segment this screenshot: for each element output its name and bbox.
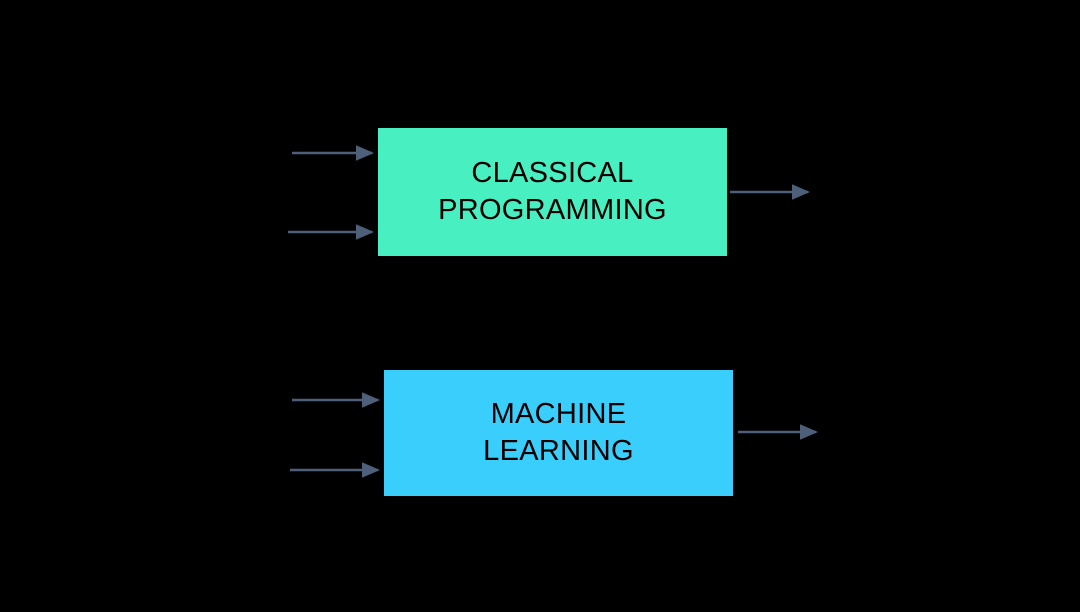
node-classical-programming[interactable]: CLASSICAL PROGRAMMING xyxy=(378,128,727,256)
node-classical-programming-label: CLASSICAL PROGRAMMING xyxy=(438,157,667,226)
node-machine-learning-label: MACHINE LEARNING xyxy=(483,398,634,467)
node-machine-learning[interactable]: MACHINE LEARNING xyxy=(384,370,733,496)
